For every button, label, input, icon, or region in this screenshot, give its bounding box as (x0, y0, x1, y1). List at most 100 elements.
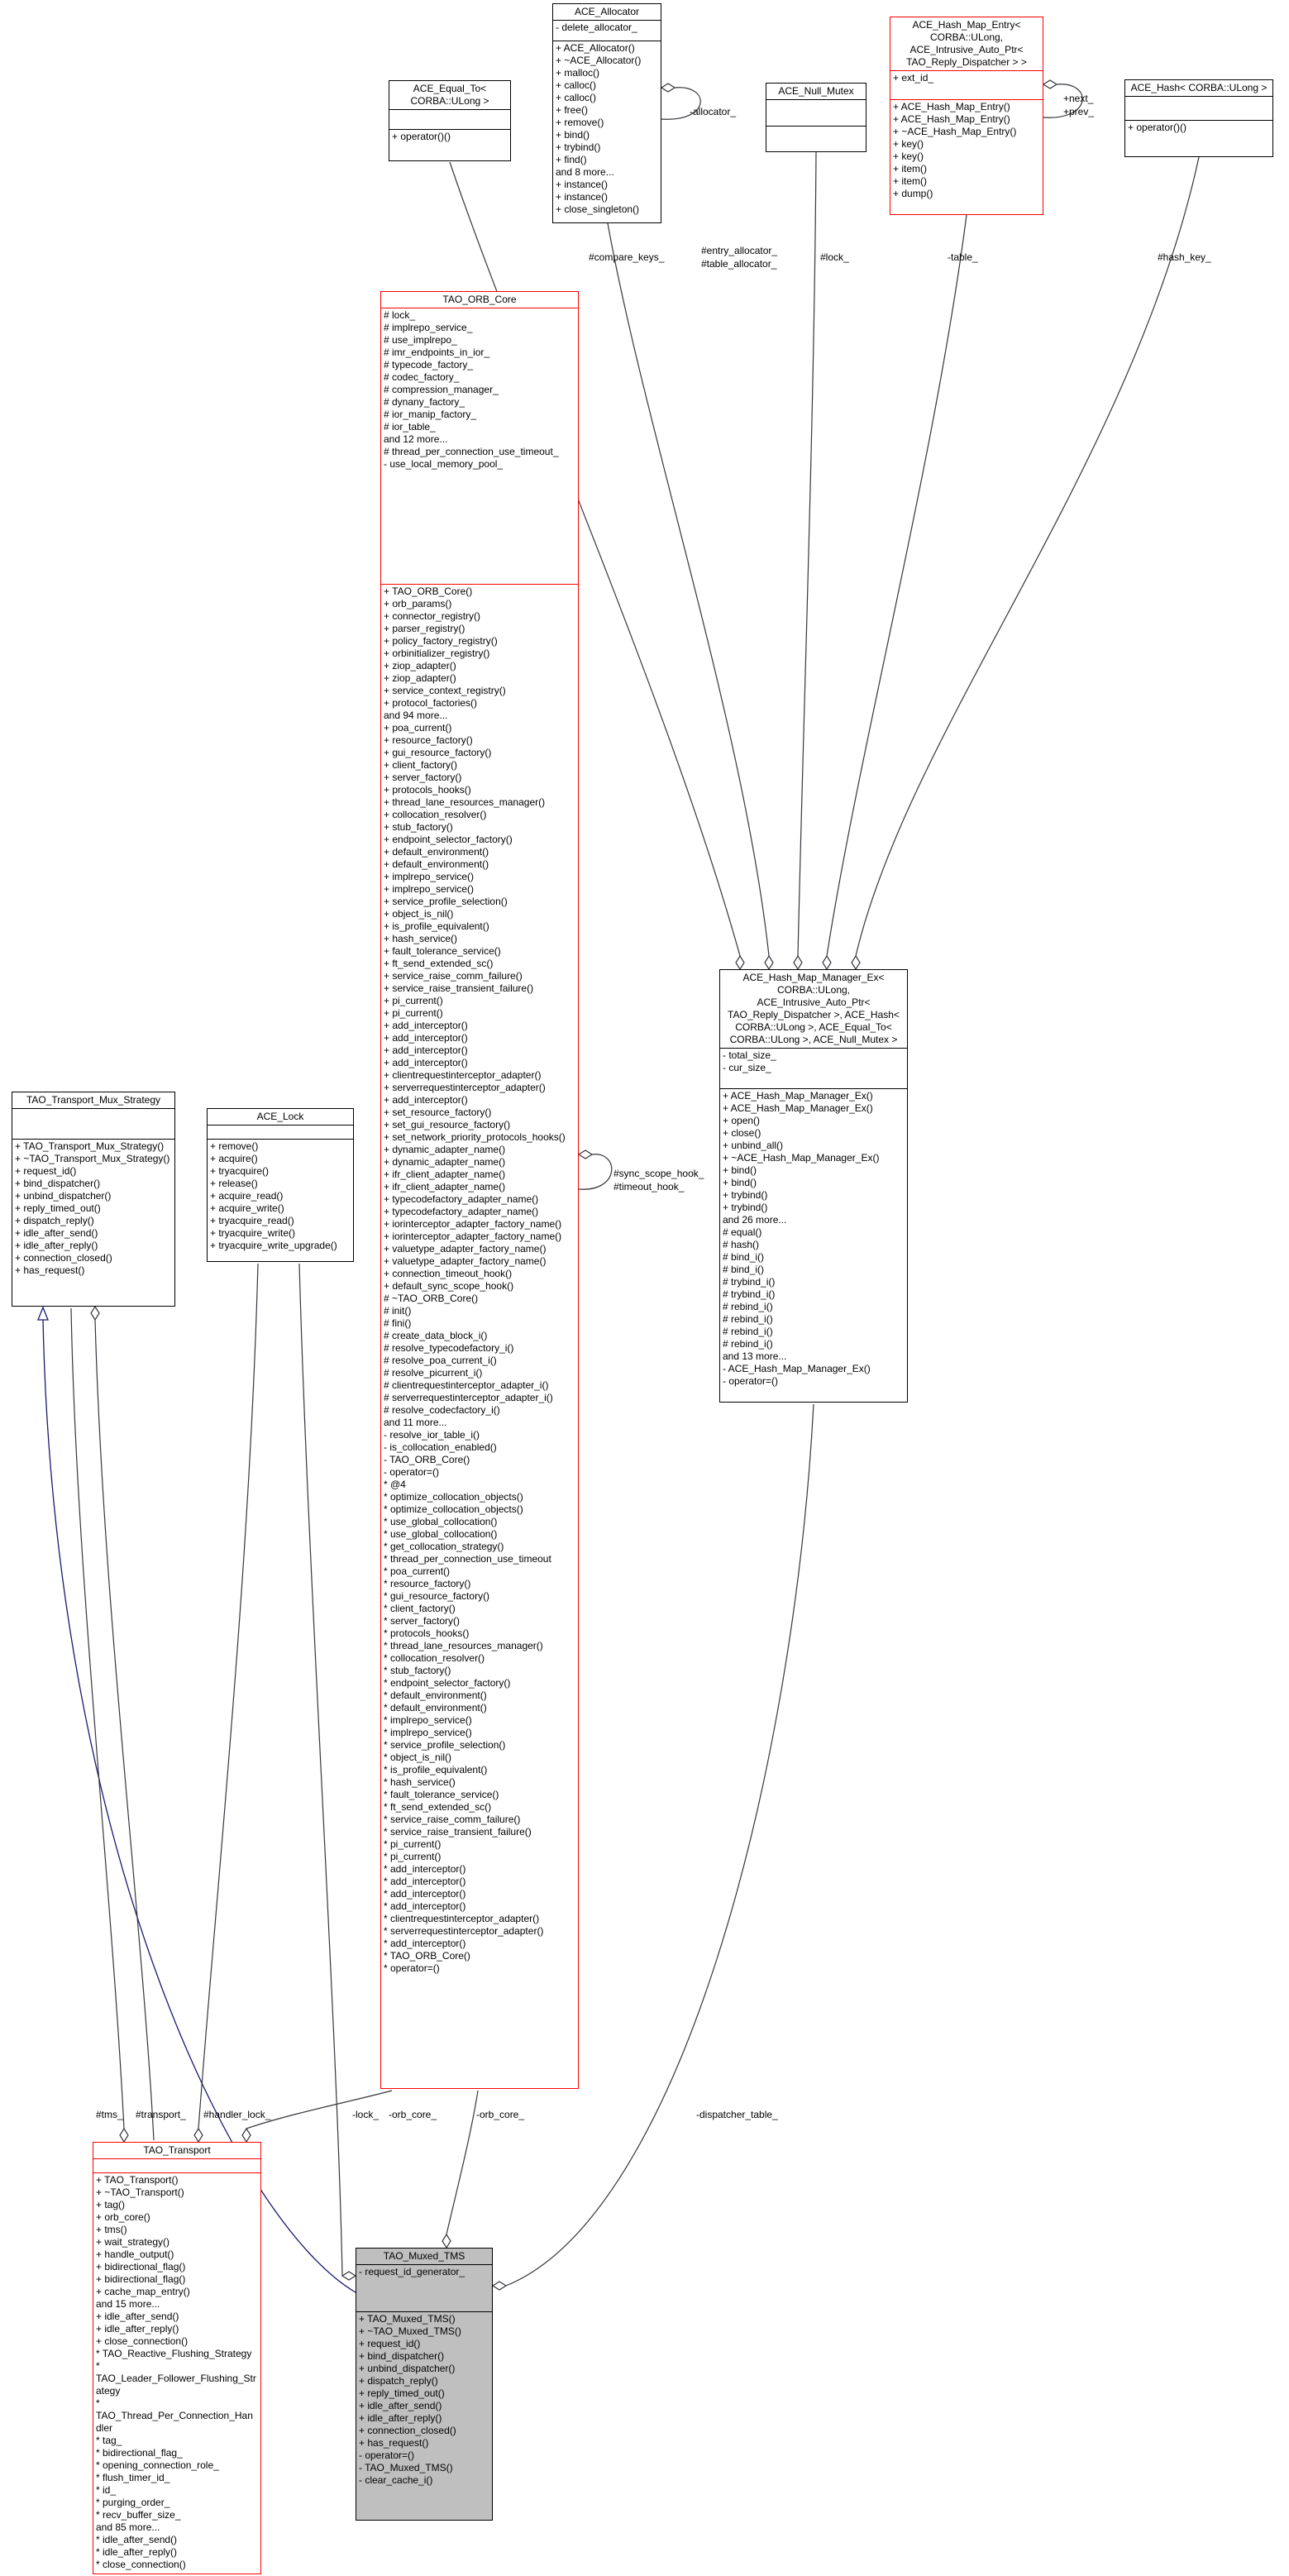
member-row: + stub_factory() (384, 821, 453, 833)
member-row: # resolve_picurrent_i() (384, 1367, 483, 1379)
member-row: + server_factory() (384, 772, 462, 783)
member-row: * get_collocation_strategy() (384, 1541, 504, 1552)
member-row: - clear_cache_i() (359, 2474, 433, 2486)
member-row: + pi_current() (384, 1007, 443, 1019)
member-row: + unbind_dispatcher() (15, 1190, 112, 1202)
member-row: and 12 more... (384, 433, 448, 445)
member-row: + cache_map_entry() (96, 2286, 190, 2297)
member-row: + ziop_adapter() (384, 660, 456, 671)
class-ace-hash-map-manager-ex[interactable]: ACE_Hash_Map_Manager_Ex< CORBA::ULong, A… (719, 969, 908, 1403)
member-row: + parser_registry() (384, 623, 465, 634)
member-row: + reply_timed_out() (15, 1202, 101, 1214)
class-ace-hash[interactable]: ACE_Hash< CORBA::ULong >+ operator()() (1124, 79, 1273, 157)
member-row: + wait_strategy() (96, 2236, 170, 2248)
member-row: + instance() (556, 191, 609, 203)
member-row: * object_is_nil() (384, 1752, 452, 1763)
attributes-section: - total_size_- cur_size_ (720, 1048, 907, 1088)
edge-dispatcher-table (491, 1403, 814, 2291)
edge-handler-lock (193, 1263, 259, 2143)
class-title: ACE_Hash< CORBA::ULong > (1130, 82, 1268, 93)
member-row: # equal() (723, 1226, 762, 1238)
member-row: + gui_resource_factory() (384, 747, 492, 758)
class-tao-transport[interactable]: TAO_Transport+ TAO_Transport()+ ~TAO_Tra… (93, 2142, 261, 2574)
member-row: * collocation_resolver() (384, 1652, 485, 1664)
edge-transport (90, 1305, 155, 2141)
class-ace-lock[interactable]: ACE_Lock+ remove()+ acquire()+ tryacquir… (207, 1108, 354, 1262)
edge-label-tms: #tms_ (96, 2109, 123, 2120)
member-row: + typecodefactory_adapter_name() (384, 1193, 539, 1205)
member-row: - operator=() (384, 1466, 440, 1478)
member-row: - ACE_Hash_Map_Manager_Ex() (723, 1363, 871, 1374)
member-row: + ACE_Hash_Map_Entry() (893, 112, 1010, 125)
member-row: + ~TAO_Muxed_TMS() (359, 2325, 461, 2337)
edge-allocator-self (660, 83, 701, 120)
member-row: + unbind_dispatcher() (359, 2363, 456, 2374)
member-row: + ACE_Hash_Map_Manager_Ex() (723, 1090, 873, 1102)
member-row: * add_interceptor() (384, 1900, 466, 1912)
member-row: * optimize_collocation_objects() (384, 1503, 523, 1515)
member-row: + remove() (556, 117, 604, 128)
member-row: + connection_closed() (359, 2425, 456, 2436)
member-row: + service_context_registry() (384, 685, 506, 696)
member-row: + item() (893, 174, 928, 187)
member-row: and 85 more... (96, 2521, 160, 2533)
member-row: + orb_core() (96, 2211, 150, 2223)
edge-transport-orb-core (241, 2090, 393, 2143)
class-tao-orb-core[interactable]: TAO_ORB_Core# lock_# implrepo_service_# … (380, 291, 579, 2089)
member-row: + calloc() (556, 92, 597, 103)
class-tao-transport-mux-strategy[interactable]: TAO_Transport_Mux_Strategy+ TAO_Transpor… (12, 1092, 175, 1307)
class-ace-hash-map-entry[interactable]: ACE_Hash_Map_Entry< CORBA::ULong, ACE_In… (890, 17, 1043, 215)
member-row: + valuetype_adapter_factory_name() (384, 1255, 547, 1267)
member-row: + malloc() (556, 67, 600, 79)
member-row: * TAO_Leader_Follower_Flushing_Strategy (96, 2360, 256, 2397)
class-ace-null-mutex[interactable]: ACE_Null_Mutex (766, 83, 866, 152)
member-row: + typecodefactory_adapter_name() (384, 1206, 539, 1217)
member-row: * implrepo_service() (384, 1714, 472, 1726)
member-row: * ft_send_extended_sc() (384, 1801, 492, 1813)
attributes-section: # lock_# implrepo_service_# use_implrepo… (381, 308, 578, 584)
member-row: + TAO_Muxed_TMS() (359, 2313, 456, 2325)
member-row: + bind_dispatcher() (15, 1178, 101, 1189)
member-row: * protocols_hooks() (384, 1627, 470, 1639)
class-ace-equal-to[interactable]: ACE_Equal_To< CORBA::ULong >+ operator()… (389, 80, 511, 161)
edge-label-handler-lock: #handler_lock_ (203, 2109, 271, 2120)
edge-label-orb-core-2: -orb_core_ (476, 2109, 525, 2120)
member-row: + object_is_nil() (384, 908, 454, 920)
attributes-section: - request_id_generator_ (356, 2264, 492, 2311)
member-row: * purging_order_ (96, 2497, 170, 2508)
member-row: + ~ACE_Hash_Map_Manager_Ex() (723, 1152, 880, 1164)
member-row: + tryacquire_write() (210, 1227, 296, 1239)
member-row: + remove() (210, 1140, 259, 1152)
member-row: - delete_allocator_ (556, 22, 637, 33)
member-row: + connection_closed() (15, 1252, 112, 1264)
member-row: # bind_i() (723, 1251, 765, 1263)
class-title: ACE_Equal_To< CORBA::ULong > (410, 83, 489, 107)
member-row: and 15 more... (96, 2298, 160, 2310)
member-row: - use_local_memory_pool_ (384, 458, 504, 470)
member-row: * idle_after_reply() (96, 2546, 178, 2558)
member-row: + key() (893, 150, 924, 162)
member-row: + ~ACE_Allocator() (556, 55, 642, 66)
member-row: * is_profile_equivalent() (384, 1764, 488, 1775)
member-row: + default_environment() (384, 846, 489, 858)
member-row: + tryacquire() (210, 1165, 270, 1177)
member-row: + dynamic_adapter_name() (384, 1156, 506, 1168)
class-ace-allocator[interactable]: ACE_Allocator- delete_allocator_+ ACE_Al… (552, 3, 661, 223)
member-row: + tag() (96, 2199, 126, 2210)
member-row: - TAO_Muxed_TMS() (359, 2462, 453, 2473)
member-row: + dynamic_adapter_name() (384, 1144, 506, 1155)
member-row: + close_singleton() (556, 203, 640, 215)
edge-label-entry-allocator: #entry_allocator_ (701, 245, 778, 256)
member-row: * fault_tolerance_service() (384, 1789, 499, 1800)
member-row: # rebind_i() (723, 1313, 773, 1325)
member-row: + endpoint_selector_factory() (384, 834, 513, 845)
member-row: # clientrequestinterceptor_adapter_i() (384, 1379, 549, 1391)
attributes-section: - delete_allocator_ (553, 20, 661, 41)
member-row: + tryacquire_read() (210, 1215, 294, 1226)
class-tao-muxed-tms[interactable]: TAO_Muxed_TMS- request_id_generator_+ TA… (356, 2248, 493, 2521)
edge-label-orb-core-1: -orb_core_ (389, 2109, 437, 2120)
member-row: * service_raise_transient_failure() (384, 1826, 532, 1838)
member-row: * gui_resource_factory() (384, 1590, 490, 1602)
member-row: + ft_send_extended_sc() (384, 958, 494, 969)
